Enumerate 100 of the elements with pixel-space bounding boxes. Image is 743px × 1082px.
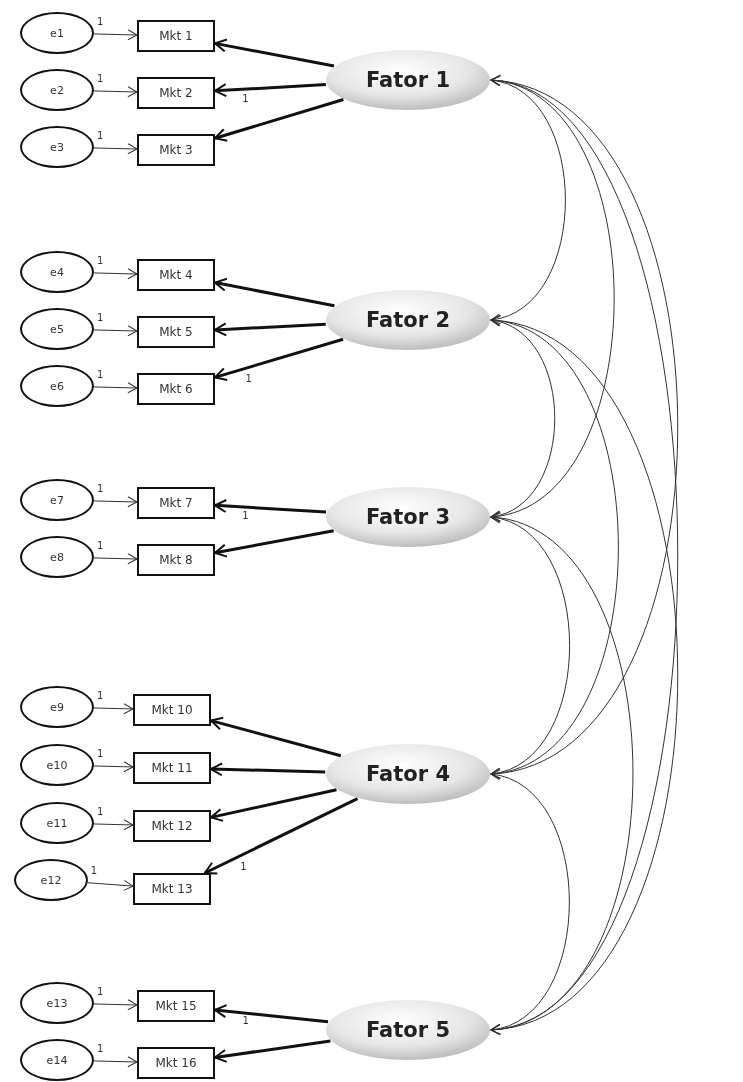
factor-loading-arrow — [214, 83, 326, 98]
edge-label: 1 — [241, 1016, 250, 1027]
variable-label: Fator 2 — [366, 308, 450, 332]
observed-variable-box — [133, 752, 211, 784]
covariance-arrow — [490, 77, 566, 323]
error-arrow — [93, 268, 138, 280]
variable-label: Mkt 10 — [151, 703, 193, 717]
observed-variable-box — [137, 487, 215, 519]
observed-variable-box — [137, 990, 215, 1022]
variable-label: Mkt 2 — [159, 86, 193, 100]
factor-loading-arrow — [214, 1004, 329, 1024]
factor-loading-arrow — [214, 38, 335, 68]
observed-variable-box — [137, 259, 215, 291]
variable-label: e14 — [46, 1053, 68, 1067]
latent-factor-ellipse — [325, 486, 491, 548]
edge-label: 1 — [95, 255, 105, 266]
observed-variable-box — [137, 544, 215, 576]
observed-variable-box — [137, 134, 215, 166]
variable-label: Mkt 13 — [151, 882, 193, 896]
error-arrow — [93, 999, 138, 1011]
variable-label: e5 — [50, 322, 64, 336]
edge-label: 1 — [95, 690, 105, 701]
variable-label: e2 — [50, 83, 64, 97]
latent-factor-ellipse — [325, 999, 491, 1061]
variable-label: e13 — [46, 996, 68, 1010]
error-arrow — [93, 382, 138, 394]
variable-label: e9 — [50, 700, 64, 714]
factor-loading-arrow — [214, 277, 335, 308]
error-arrow — [93, 325, 138, 337]
edge-label: 1 — [95, 312, 105, 323]
covariance-arrow — [490, 317, 556, 520]
observed-variable-box — [133, 694, 211, 726]
edge-label: 1 — [241, 93, 250, 104]
edge-label: 1 — [239, 862, 248, 873]
edge-label: 1 — [95, 540, 105, 551]
factor-loading-arrow — [214, 322, 326, 337]
edge-label: 1 — [95, 16, 105, 27]
variable-label: Fator 5 — [366, 1018, 450, 1042]
variable-label: e6 — [50, 379, 64, 393]
observed-variable-box — [137, 77, 215, 109]
variable-label: Mkt 1 — [159, 29, 193, 43]
variable-label: e10 — [46, 758, 68, 772]
edge-label: 1 — [95, 806, 105, 817]
factor-loading-arrow — [210, 716, 342, 758]
factor-loading-arrow — [214, 499, 327, 514]
observed-variable-box — [133, 873, 211, 905]
edge-label: 1 — [89, 865, 99, 876]
error-arrow — [93, 819, 134, 831]
covariance-arrow — [490, 514, 634, 1033]
variable-label: Mkt 4 — [159, 268, 193, 282]
variable-label: Fator 1 — [366, 68, 450, 92]
observed-variable-box — [137, 20, 215, 52]
variable-label: Fator 4 — [366, 762, 450, 786]
variable-label: Mkt 16 — [155, 1056, 197, 1070]
factor-loading-arrow — [214, 98, 344, 142]
error-arrow — [93, 553, 138, 565]
variable-label: Mkt 6 — [159, 382, 193, 396]
variable-label: Mkt 15 — [155, 999, 197, 1013]
observed-variable-box — [137, 373, 215, 405]
observed-variable-box — [137, 316, 215, 348]
variable-label: e11 — [46, 816, 68, 830]
variable-label: Fator 3 — [366, 505, 450, 529]
variable-label: Mkt 12 — [151, 819, 193, 833]
factor-loading-arrow — [210, 762, 326, 777]
edge-label: 1 — [95, 1043, 105, 1054]
error-arrow — [93, 496, 138, 508]
variable-label: Mkt 3 — [159, 143, 193, 157]
edge-label: 1 — [95, 369, 105, 380]
error-arrow — [93, 1056, 138, 1068]
factor-loading-arrow — [214, 1039, 331, 1063]
variable-label: e7 — [50, 493, 64, 507]
edge-label: 1 — [95, 986, 105, 997]
edge-label: 1 — [95, 483, 105, 494]
covariance-arrow — [490, 317, 679, 1033]
edge-label: 1 — [95, 73, 105, 84]
error-arrow — [93, 29, 138, 41]
variable-label: Mkt 7 — [159, 496, 193, 510]
variable-label: e3 — [50, 140, 64, 154]
variable-label: Mkt 5 — [159, 325, 193, 339]
factor-loading-arrow — [210, 788, 337, 822]
latent-factor-ellipse — [325, 743, 491, 805]
edge-label: 1 — [95, 748, 105, 759]
error-arrow — [93, 86, 138, 98]
variable-label: e1 — [50, 26, 64, 40]
covariance-arrow — [490, 771, 570, 1033]
observed-variable-box — [137, 1047, 215, 1079]
variable-label: Mkt 11 — [151, 761, 193, 775]
edge-label: 1 — [95, 130, 105, 141]
variable-label: e12 — [40, 873, 62, 887]
latent-factor-ellipse — [325, 49, 491, 111]
error-arrow — [93, 761, 134, 773]
variable-label: e8 — [50, 550, 64, 564]
variable-label: Mkt 8 — [159, 553, 193, 567]
edge-label: 1 — [244, 373, 253, 384]
factor-loading-arrow — [203, 797, 359, 875]
factor-loading-arrow — [214, 529, 334, 558]
edge-label: 1 — [241, 510, 250, 521]
variable-label: e4 — [50, 265, 64, 279]
error-arrow — [93, 703, 134, 715]
error-arrow — [93, 143, 138, 155]
